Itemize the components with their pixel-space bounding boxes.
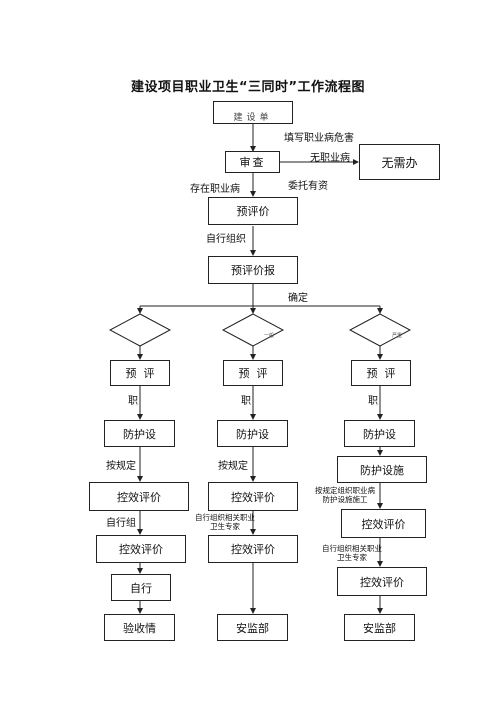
right-protect-label: 防护设 <box>363 427 396 441</box>
right-protect-impl-label: 防护设施 <box>360 463 404 477</box>
left-control-label: 控效评价 <box>117 490 161 504</box>
right-control2-box: 控效评价 <box>337 567 427 596</box>
left-self-label: 自行 <box>130 581 152 595</box>
confirm-label: 确定 <box>288 293 308 304</box>
left-self-box: 自行 <box>111 574 171 601</box>
start-box-label: 建设单 <box>233 113 273 123</box>
right-safety-label: 安监部 <box>363 621 396 635</box>
no-need-box-label: 无需办 <box>381 155 418 170</box>
preeval-report-box-label: 预评价报 <box>231 264 275 277</box>
left-self-org-label: 自行组 <box>106 518 136 529</box>
review-box: 审查 <box>225 151 280 173</box>
right-safety-box: 安监部 <box>344 614 415 641</box>
mid-safety-box: 安监部 <box>217 614 288 641</box>
no-hazard-label: 无职业病 <box>310 153 350 164</box>
mid-preeval-label: 预 评 <box>238 367 268 380</box>
mid-control2-label: 控效评价 <box>231 543 275 556</box>
right-control-box: 控效评价 <box>341 509 426 538</box>
right-diamond-mark: 严重 <box>392 333 403 339</box>
mid-by-rule-label: 按规定 <box>218 461 248 472</box>
review-box-label: 审查 <box>239 156 266 169</box>
right-preeval-box: 预 评 <box>351 360 411 386</box>
fill-form-label: 填写职业病危害 <box>284 133 354 144</box>
mid-control-box: 控效评价 <box>208 482 298 511</box>
mid-preeval-box: 预 评 <box>223 360 283 386</box>
preeval-report-box: 预评价报 <box>208 256 298 284</box>
self-org-label: 自行组织 <box>206 234 246 245</box>
mid-job-label: 职 <box>241 396 251 407</box>
has-hazard-label: 存在职业病 <box>190 184 240 195</box>
mid-protect-box: 防护设 <box>217 420 288 447</box>
page-title: 建设项目职业卫生“三同时”工作流程图 <box>130 80 366 95</box>
right-control2-label: 控效评价 <box>360 575 404 589</box>
entrust-label: 委托有资 <box>288 181 328 192</box>
mid-control2-box: 控效评价 <box>208 535 298 563</box>
left-job-label: 职 <box>128 396 138 407</box>
mid-protect-label: 防护设 <box>236 427 269 441</box>
left-accept-label: 验收情 <box>123 621 156 635</box>
left-control2-label: 控效评价 <box>119 543 163 556</box>
preeval-box: 预评价 <box>208 197 298 225</box>
left-by-rule-label: 按规定 <box>106 461 136 472</box>
right-protect-box: 防护设 <box>344 420 415 447</box>
right-protect-impl-box: 防护设施 <box>337 456 427 483</box>
right-by-rule-label: 按规定组织职业病防护设施施工 <box>315 486 375 504</box>
left-accept-box: 验收情 <box>104 614 175 641</box>
mid-control-label: 控效评价 <box>231 490 275 504</box>
mid-safety-label: 安监部 <box>236 621 269 635</box>
left-preeval-label: 预 评 <box>125 367 155 380</box>
start-box: 建设单 <box>213 101 293 124</box>
right-job-label: 职 <box>368 396 378 407</box>
mid-diamond-mark: 一般 <box>264 333 275 339</box>
preeval-box-label: 预评价 <box>236 205 270 218</box>
left-protect-label: 防护设 <box>123 427 156 441</box>
left-protect-box: 防护设 <box>104 420 175 447</box>
left-control2-box: 控效评价 <box>96 535 186 563</box>
left-control-box: 控效评价 <box>89 482 189 511</box>
left-preeval-box: 预 评 <box>110 360 170 386</box>
right-control-label: 控效评价 <box>361 517 406 531</box>
right-preeval-label: 预 评 <box>366 367 396 380</box>
mid-self-org-label: 自行组织相关职业卫生专家 <box>195 513 255 531</box>
right-self-org-label: 自行组织相关职业卫生专家 <box>322 544 382 562</box>
no-need-box: 无需办 <box>359 144 440 180</box>
